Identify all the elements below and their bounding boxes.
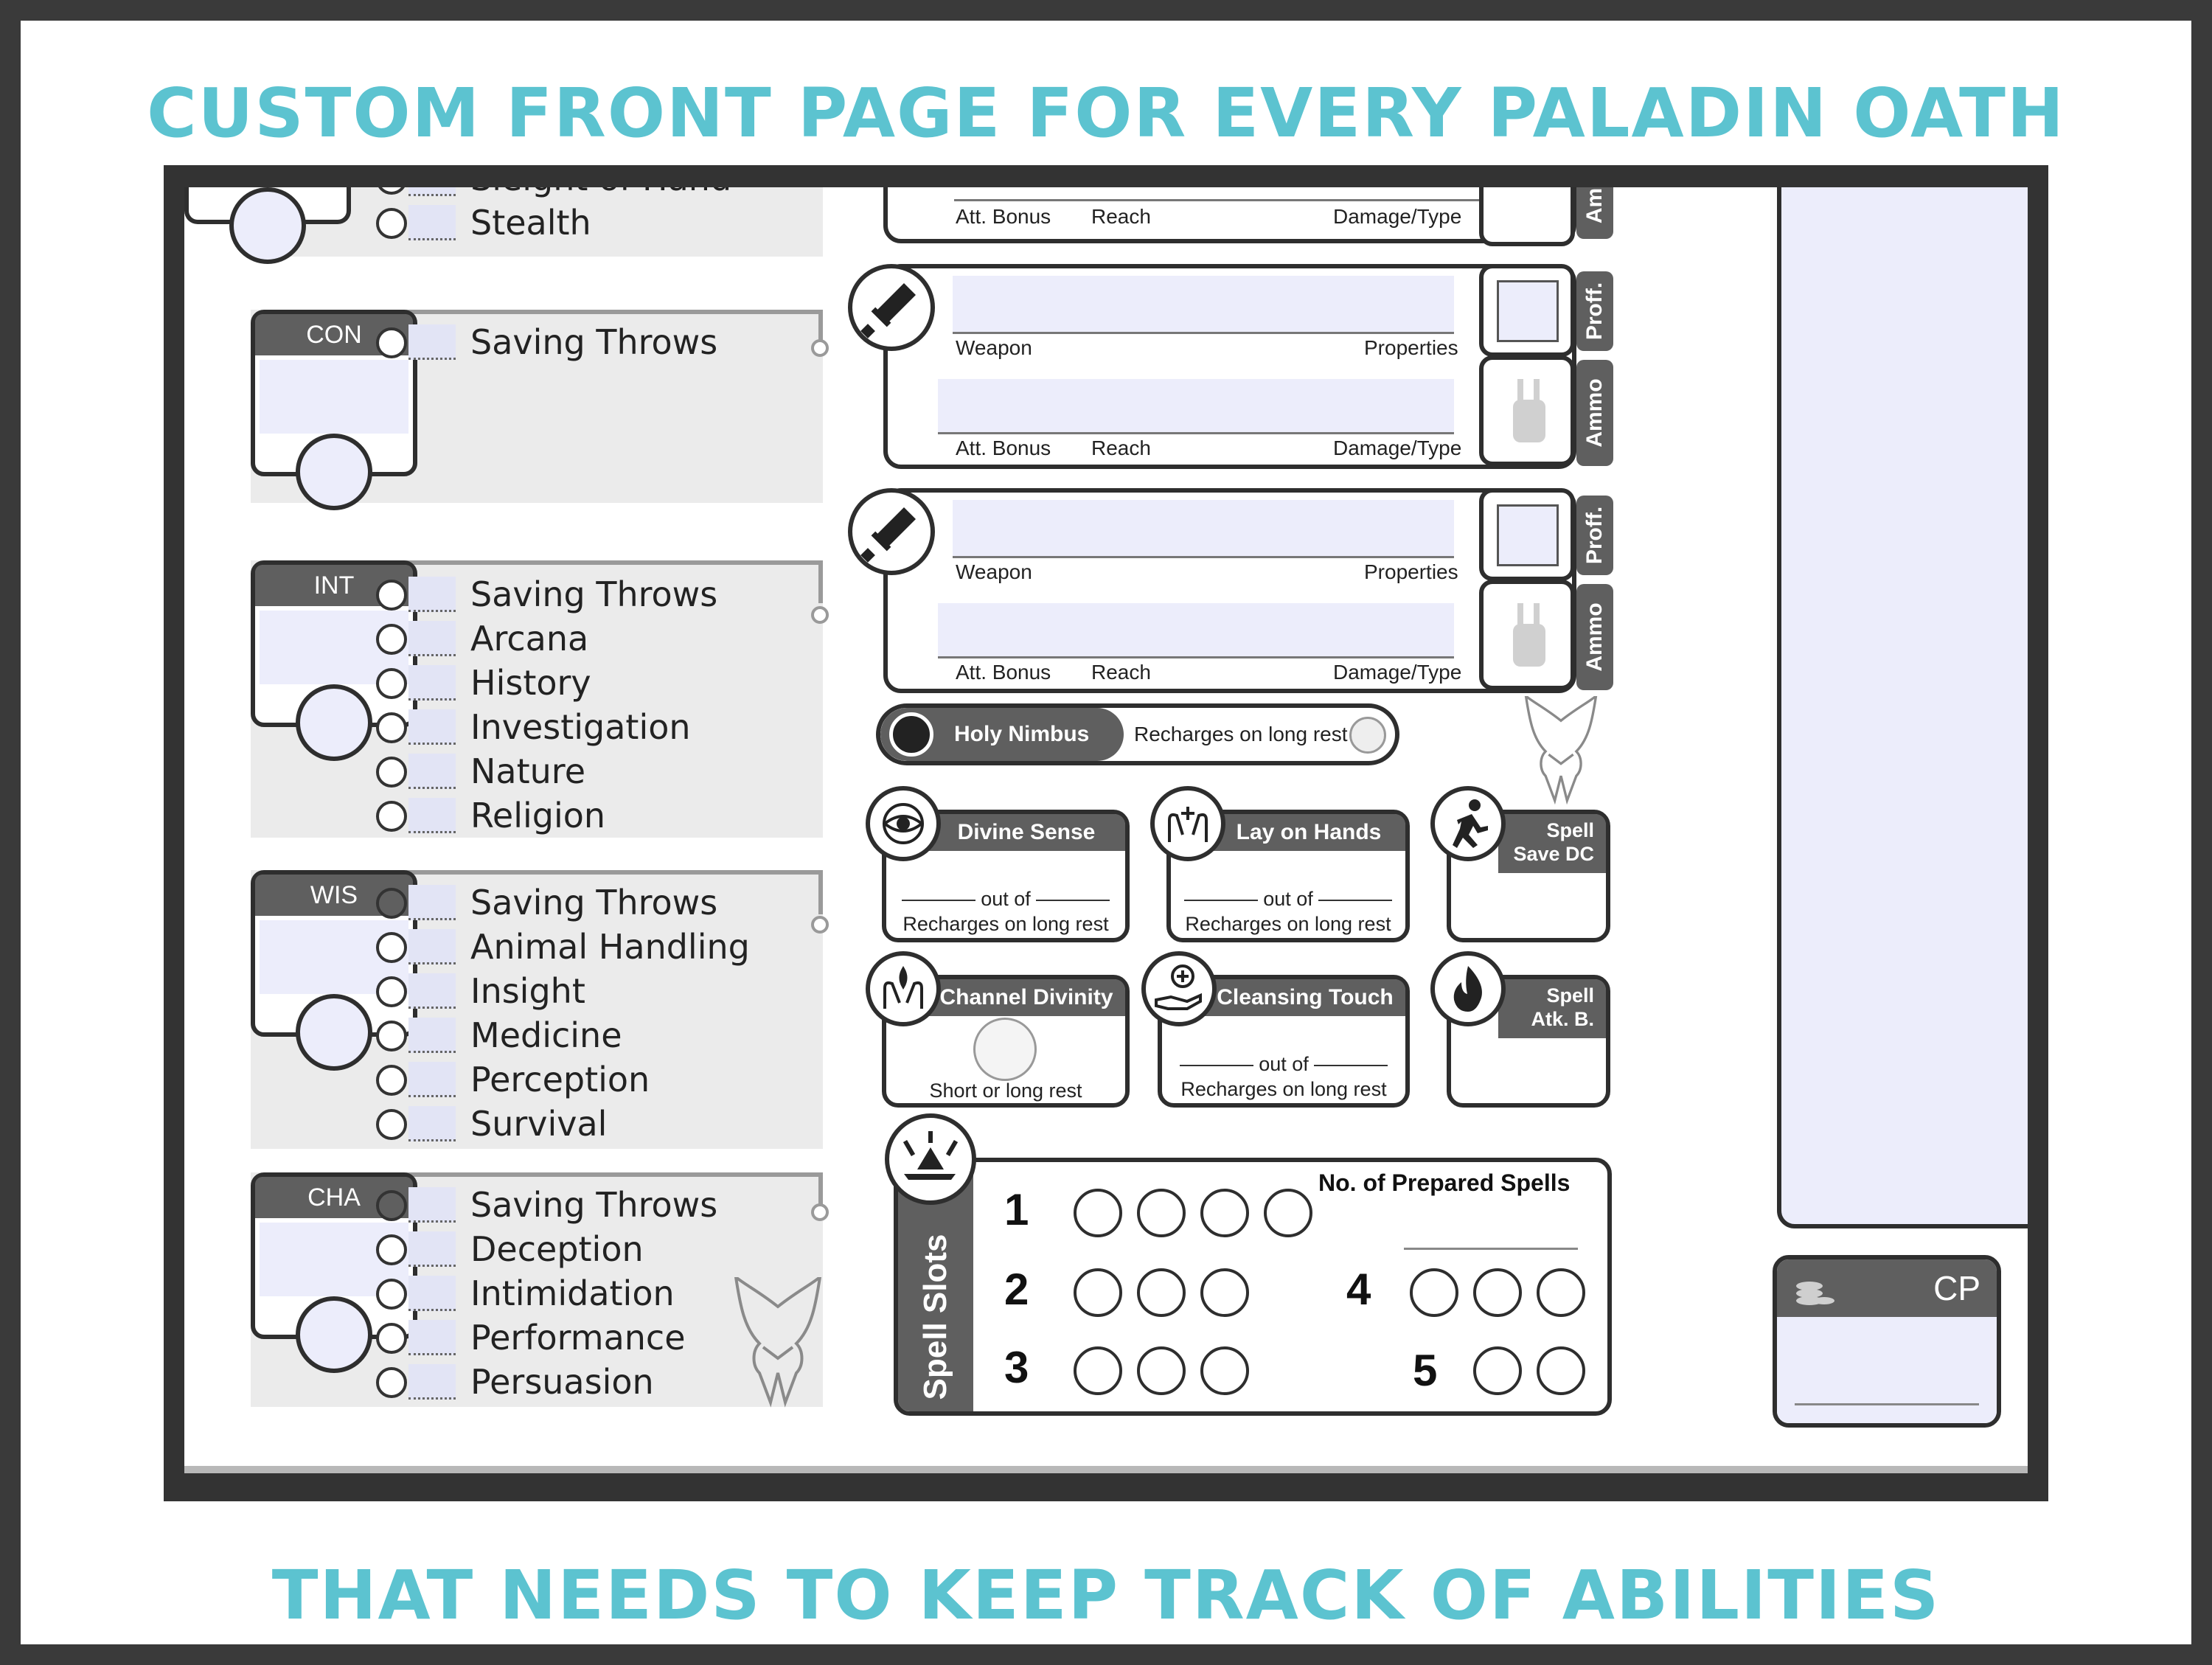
copper-pieces-field[interactable]	[1777, 1317, 1997, 1423]
spell-slot-1-3[interactable]	[1200, 1189, 1249, 1237]
int-modifier-circle[interactable]	[296, 684, 372, 761]
proficiency-circle[interactable]	[376, 1190, 407, 1221]
sun-icon	[889, 712, 933, 757]
proficiency-circle[interactable]	[376, 757, 407, 788]
proficiency-circle[interactable]	[376, 712, 407, 743]
spell-slot-2-1[interactable]	[1074, 1268, 1122, 1317]
ammo-tab-1: Ammo	[1576, 360, 1613, 466]
spell-slot-1-2[interactable]	[1137, 1189, 1186, 1237]
spell-slot-2-3[interactable]	[1200, 1268, 1249, 1317]
weapon-name-field[interactable]	[953, 500, 1454, 556]
proficiency-circle[interactable]	[376, 580, 407, 611]
dex-ability-box	[184, 187, 351, 264]
ammo-box-0[interactable]	[1479, 187, 1575, 246]
character-sheet: Sleight of Hand Stealth CON Saving Throw…	[184, 187, 2028, 1473]
weapon-slot-0: Att. Bonus Reach Damage/Type	[883, 187, 1576, 243]
sword-icon	[848, 488, 935, 575]
spell-slot-4-2[interactable]	[1473, 1268, 1522, 1317]
proficiency-circle[interactable]	[376, 624, 407, 655]
con-modifier-circle[interactable]	[296, 434, 372, 510]
wis-ability-box: WIS	[251, 870, 417, 1071]
proficiency-circle[interactable]	[376, 976, 407, 1007]
spell-slot-3-1[interactable]	[1074, 1346, 1122, 1395]
quiver-icon	[1513, 603, 1545, 667]
winged-helm-icon	[734, 1277, 822, 1408]
recharge-checkbox[interactable]	[1349, 717, 1386, 754]
proficiency-box-1[interactable]	[1479, 264, 1575, 357]
eye-icon	[866, 786, 941, 861]
hand-heart-icon	[1141, 951, 1217, 1026]
weapon-stats-field[interactable]	[938, 379, 1454, 432]
proficiency-circle[interactable]	[376, 208, 407, 239]
spell-slots-panel: Spell Slots No. of Prepared Spells 1 2 3…	[894, 1158, 1612, 1416]
proficiency-box-2[interactable]	[1479, 488, 1575, 581]
proficiency-circle[interactable]	[376, 1234, 407, 1265]
proficiency-circle[interactable]	[376, 327, 407, 358]
lay-on-hands-box: Lay on Hands out of Recharges on long re…	[1166, 810, 1410, 942]
running-figure-icon	[1430, 786, 1506, 861]
proficiency-circle[interactable]	[376, 888, 407, 919]
flame-icon	[1430, 951, 1506, 1026]
weapon-stats-field[interactable]	[938, 603, 1454, 656]
weapon-slot-1: Weapon Properties Att. Bonus Reach Damag…	[883, 264, 1576, 469]
banner-top: CUSTOM FRONT PAGE FOR EVERY PALADIN OATH	[147, 74, 2065, 153]
spell-slot-4-1[interactable]	[1410, 1268, 1458, 1317]
proficiency-circle[interactable]	[376, 1065, 407, 1096]
proficiency-circle[interactable]	[376, 1021, 407, 1052]
ammo-box-2[interactable]	[1479, 580, 1575, 690]
ammo-box-1[interactable]	[1479, 355, 1575, 466]
sheet-preview-border: Sleight of Hand Stealth CON Saving Throw…	[164, 165, 2048, 1501]
sword-icon	[848, 264, 935, 351]
weapon-name-field[interactable]	[953, 276, 1454, 332]
proficiency-circle[interactable]	[376, 1279, 407, 1310]
dex-modifier-circle[interactable]	[229, 187, 306, 264]
proff-tab-2: Proff.	[1576, 496, 1613, 575]
proficiency-circle[interactable]	[376, 1323, 407, 1354]
spell-slot-5-2[interactable]	[1537, 1346, 1585, 1395]
spell-slot-2-2[interactable]	[1137, 1268, 1186, 1317]
quiver-icon	[1513, 379, 1545, 442]
weapon-slot-2: Weapon Properties Att. Bonus Reach Damag…	[883, 488, 1576, 693]
con-score-field[interactable]	[260, 360, 408, 434]
proficiency-circle[interactable]	[376, 932, 407, 963]
proficiency-circle[interactable]	[376, 1109, 407, 1140]
proficiency-circle[interactable]	[376, 668, 407, 699]
spell-slot-1-1[interactable]	[1074, 1189, 1122, 1237]
ammo-tab-2: Ammo	[1576, 584, 1613, 690]
banner-bottom: THAT NEEDS TO KEEP TRACK OF ABILITIES	[271, 1556, 1941, 1635]
spell-slot-4-3[interactable]	[1537, 1268, 1585, 1317]
prepared-spells-field[interactable]	[1404, 1248, 1578, 1250]
wis-modifier-circle[interactable]	[296, 994, 372, 1071]
ammo-tab-0: Am	[1576, 187, 1613, 239]
spell-slot-3-3[interactable]	[1200, 1346, 1249, 1395]
spell-slot-1-4[interactable]	[1264, 1189, 1312, 1237]
currency-cp-box: CP	[1773, 1255, 2001, 1428]
proff-tab-1: Proff.	[1576, 271, 1613, 351]
channel-divinity-box: Channel Divinity Short or long rest	[882, 975, 1130, 1108]
holy-nimbus-tracker[interactable]: Holy Nimbus Recharges on long rest	[876, 703, 1399, 765]
proficiency-circle[interactable]	[376, 1367, 407, 1398]
winged-helm-icon	[1524, 696, 1598, 805]
channel-divinity-use-checkbox[interactable]	[973, 1018, 1037, 1081]
healing-hands-icon	[1150, 786, 1225, 861]
cha-modifier-circle[interactable]	[296, 1296, 372, 1373]
coins-icon	[1796, 1282, 1834, 1305]
proficiency-circle[interactable]	[376, 801, 407, 832]
spell-slot-3-2[interactable]	[1137, 1346, 1186, 1395]
praying-hands-icon	[866, 951, 941, 1026]
notes-field[interactable]	[1777, 187, 2028, 1228]
promo-frame: CUSTOM FRONT PAGE FOR EVERY PALADIN OATH…	[21, 21, 2191, 1644]
spell-slot-5-1[interactable]	[1473, 1346, 1522, 1395]
spell-burst-icon	[885, 1113, 976, 1205]
